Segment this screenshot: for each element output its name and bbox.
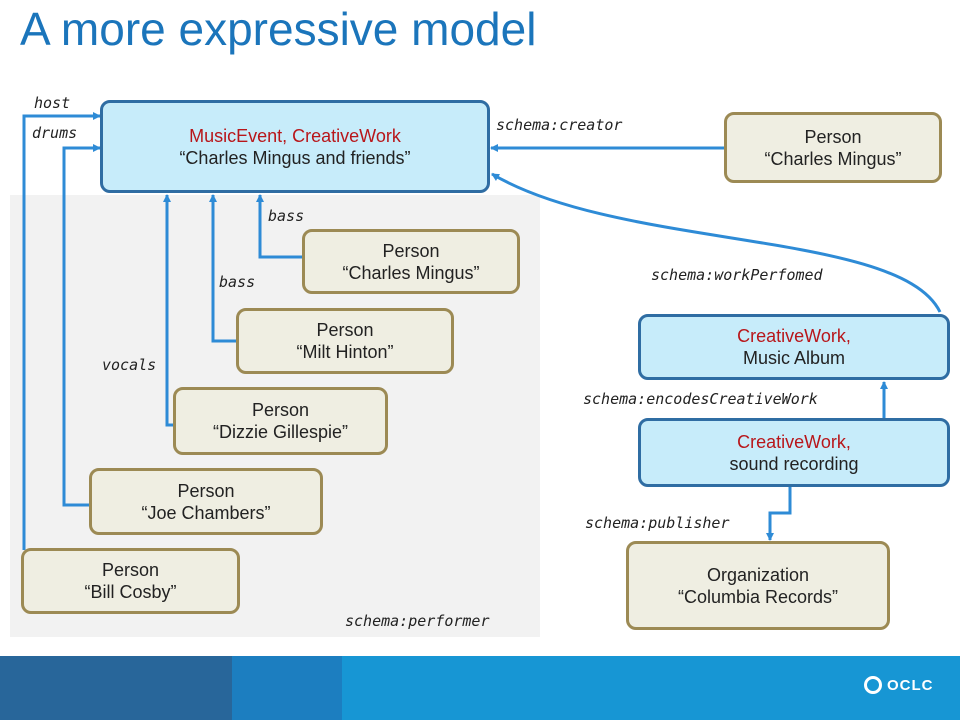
bass-hinton-arrow	[209, 194, 237, 343]
performer-chambers-node: Person “Joe Chambers”	[89, 468, 323, 535]
vocals-arrow	[163, 194, 174, 427]
performer-label: schema:performer	[345, 612, 490, 630]
node-name: “Charles Mingus”	[342, 262, 480, 283]
node-name: “Bill Cosby”	[84, 582, 177, 602]
node-name: “Dizzie Gillespie”	[212, 422, 349, 442]
footer-bar	[0, 656, 960, 720]
node-name: Music Album	[742, 348, 846, 368]
bass-mingus-arrow	[256, 194, 303, 259]
performer-hinton-node: Person “Milt Hinton”	[236, 308, 454, 374]
oclc-logo-icon	[864, 676, 882, 694]
bass-label-2: bass	[219, 273, 256, 291]
node-name: “Columbia Records”	[677, 586, 839, 607]
organization-node: Organization “Columbia Records”	[626, 541, 890, 630]
publisher-label: schema:publisher	[585, 514, 730, 532]
oclc-logo-text: OCLC	[887, 676, 934, 694]
host-arrow	[22, 112, 101, 550]
node-type: Person	[251, 400, 310, 420]
sound-recording-node: CreativeWork, sound recording	[638, 418, 950, 487]
page-title: A more expressive model	[20, 3, 537, 55]
node-type: Organization	[706, 564, 810, 585]
node-type: Person	[101, 560, 160, 580]
node-name: “Milt Hinton”	[296, 342, 394, 362]
drums-arrow	[62, 144, 101, 507]
oclc-logo: OCLC	[864, 676, 934, 694]
node-type: MusicEvent, CreativeWork	[189, 125, 401, 146]
node-type: Person	[382, 240, 440, 261]
node-name: sound recording	[729, 453, 859, 474]
drums-label: drums	[32, 124, 78, 142]
publisher-arrow	[766, 487, 792, 541]
footer-block-dark	[0, 656, 232, 720]
node-type: Person	[804, 126, 862, 147]
vocals-label: vocals	[102, 356, 157, 374]
creator-label: schema:creator	[496, 116, 623, 134]
bass-label-1: bass	[268, 207, 305, 225]
work-performed-arrow	[491, 172, 942, 313]
creator-person-node: Person “Charles Mingus”	[724, 112, 942, 183]
node-type: CreativeWork,	[737, 431, 851, 452]
node-type: CreativeWork,	[737, 326, 851, 346]
node-name: “Charles Mingus”	[764, 148, 902, 169]
node-type: Person	[316, 320, 374, 340]
node-type: Person	[177, 480, 235, 501]
host-label: host	[34, 94, 71, 112]
footer-block-mid	[232, 656, 342, 720]
performer-mingus-node: Person “Charles Mingus”	[302, 229, 520, 294]
node-name: “Charles Mingus and friends”	[179, 147, 411, 168]
music-album-node: CreativeWork, Music Album	[638, 314, 950, 380]
node-name: “Joe Chambers”	[141, 502, 271, 523]
work-performed-label: schema:workPerfomed	[651, 266, 823, 284]
music-event-node: MusicEvent, CreativeWork “Charles Mingus…	[100, 100, 490, 193]
performer-gillespie-node: Person “Dizzie Gillespie”	[173, 387, 388, 455]
encodes-label: schema:encodesCreativeWork	[583, 390, 818, 408]
performer-cosby-node: Person “Bill Cosby”	[21, 548, 240, 614]
